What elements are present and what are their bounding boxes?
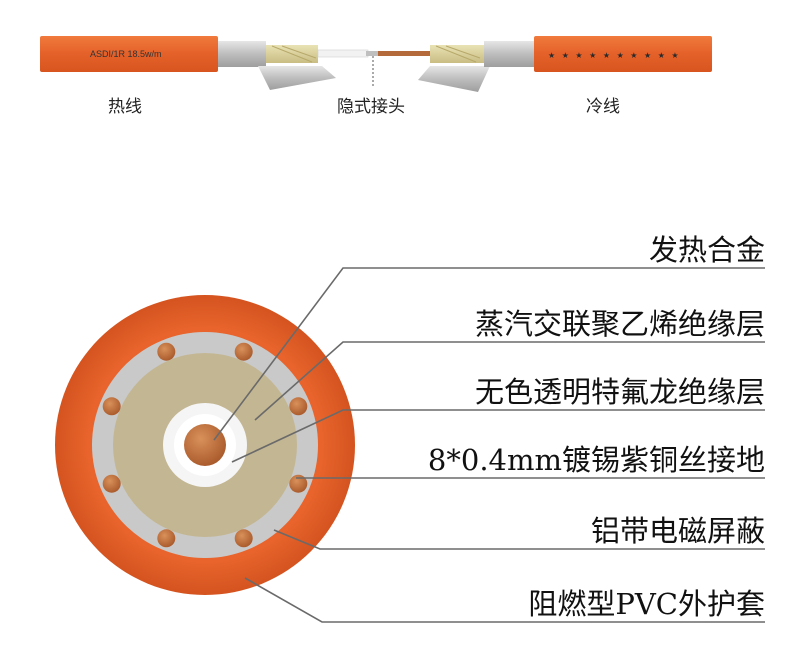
layer-label-sheath: 阻燃型PVC外护套: [528, 587, 765, 621]
heating-alloy-core: [184, 424, 226, 466]
cold-wire-marks: ★ ★ ★ ★ ★ ★ ★ ★ ★ ★: [548, 51, 681, 60]
ground-wire: [289, 397, 308, 416]
cold-wire-foil: [484, 41, 534, 67]
cold-ground-wires: [418, 66, 490, 92]
leader-teflon: [231, 409, 765, 463]
ground-wire: [102, 397, 121, 416]
hidden-joint: [366, 51, 378, 56]
ground-wires: [102, 342, 308, 548]
layer-label-ground: 8*0.4mm镀锡紫铜丝接地: [428, 443, 765, 477]
cable-side-view: ASDI/1R 18.5w/m ★ ★ ★ ★ ★ ★ ★ ★ ★ ★: [40, 36, 712, 92]
cold-wire-sheath: [534, 36, 712, 72]
layer-label-xlpe: 蒸汽交联聚乙烯绝缘层: [475, 307, 765, 341]
hot-wire-print: ASDI/1R 18.5w/m: [90, 49, 162, 59]
ground-wire: [157, 529, 176, 548]
ground-wire: [289, 474, 308, 493]
hot-inner-core: [317, 49, 369, 58]
ground-wire: [234, 529, 253, 548]
leader-lines: [213, 267, 765, 623]
ground-wire: [102, 474, 121, 493]
hot-wire-foil: [218, 41, 266, 67]
leader-alloy: [213, 267, 765, 441]
hot-wire-sheath: [40, 36, 218, 72]
hot-wire-label: 热线: [108, 97, 142, 117]
ground-wire: [234, 342, 253, 361]
hot-ground-wires: [258, 66, 336, 90]
layer-label-teflon: 无色透明特氟龙绝缘层: [475, 375, 765, 409]
cold-copper-core: [378, 51, 430, 56]
joint-label: 隐式接头: [337, 97, 405, 117]
cold-wire-label: 冷线: [586, 97, 620, 117]
layer-label-alloy: 发热合金: [649, 233, 765, 267]
leader-sheath: [244, 577, 765, 623]
leader-xlpe: [254, 341, 765, 421]
leader-shield: [273, 529, 765, 550]
ground-wire: [157, 342, 176, 361]
cable-cross-section: [55, 295, 355, 595]
layer-label-shield: 铝带电磁屏蔽: [591, 514, 765, 548]
